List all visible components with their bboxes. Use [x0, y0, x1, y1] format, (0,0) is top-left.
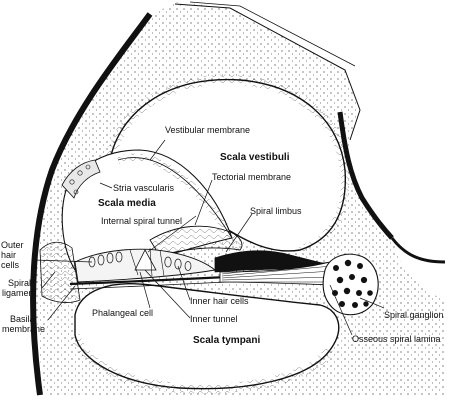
- osseous-spiral-lamina: [219, 261, 336, 286]
- scala-vestibuli-chamber: [105, 74, 350, 254]
- label-spiral-ligament-line-2: ligament: [2, 288, 37, 298]
- label-scala-tympani: Scala tympani: [193, 335, 260, 346]
- label-basilar-membrane-line-1: Basilar: [10, 314, 38, 324]
- label-scala-media: Scala media: [98, 198, 156, 209]
- label-spiral-limbus: Spiral limbus: [250, 206, 302, 216]
- label-inner-hair-cells: Inner hair cells: [190, 296, 249, 306]
- label-internal-spiral-tunnel: Internal spiral tunnel: [101, 216, 182, 226]
- label-spiral-ganglion: Spiral ganglion: [384, 310, 444, 320]
- label-osseous-spiral-lamina: Osseous spiral lamina: [352, 334, 441, 344]
- inner-hair-cells-group: [164, 256, 192, 271]
- stria-vascularis: [61, 159, 101, 199]
- organ-of-corti: [74, 247, 217, 283]
- label-basilar-membrane-line-2: membrane: [2, 324, 45, 334]
- label-outer-hair-cells-line-1: Outer: [1, 240, 24, 250]
- label-vestibular-membrane: Vestibular membrane: [165, 125, 250, 135]
- scala-tympani-chamber: [70, 283, 340, 394]
- label-stria-vascularis: Stria vascularis: [113, 183, 175, 193]
- label-basilar-membrane: Basilar membrane: [2, 314, 45, 334]
- label-spiral-ligament-line-1: Spiral: [8, 278, 31, 288]
- label-spiral-ligament: Spiral ligament: [2, 278, 37, 298]
- outer-hair-cells-group: [88, 251, 123, 268]
- label-outer-hair-cells: Outer hair cells: [1, 240, 26, 270]
- labels: Vestibular membrane Scala vestibuli Tect…: [1, 125, 444, 346]
- spiral-ligament: [39, 241, 81, 303]
- spiral-ganglion: [322, 253, 379, 316]
- label-tectorial-membrane: Tectorial membrane: [212, 172, 291, 182]
- label-scala-vestibuli: Scala vestibuli: [220, 152, 290, 163]
- label-phalangeal-cell: Phalangeal cell: [92, 308, 153, 318]
- label-outer-hair-cells-line-2: hair: [1, 250, 16, 260]
- label-inner-tunnel: Inner tunnel: [190, 314, 238, 324]
- label-outer-hair-cells-line-3: cells: [1, 260, 20, 270]
- internal-spiral-tunnel-shape: [134, 249, 157, 271]
- leader-lines: [34, 139, 385, 336]
